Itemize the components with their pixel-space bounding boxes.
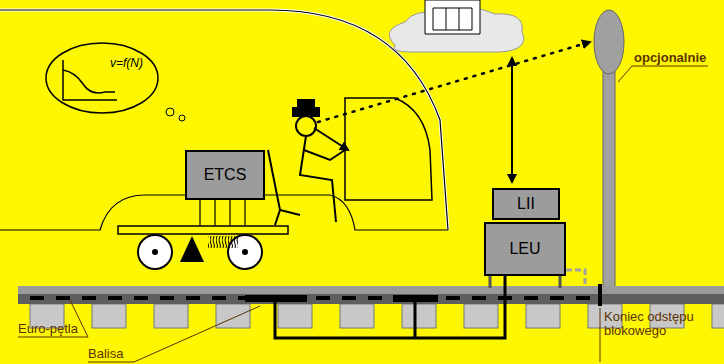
sleeper [526, 304, 560, 328]
part-label: Euro-pętla [18, 321, 78, 336]
sleeper [712, 304, 724, 328]
leader-line [18, 300, 88, 337]
thought-bubble: v=f(N) [45, 42, 159, 114]
sleeper [216, 304, 250, 328]
etcs-wire [200, 200, 245, 226]
node-text: LII [517, 195, 535, 213]
cab-window [345, 98, 432, 200]
euro-loop-segment [212, 296, 226, 300]
thought-dot [179, 115, 185, 121]
euro-loop-segment [368, 296, 382, 300]
sleeper [92, 304, 126, 328]
sleeper [340, 304, 374, 328]
control-centre [425, 0, 480, 34]
leader-line [618, 66, 708, 82]
train-outline [0, 10, 448, 230]
sight-line [318, 42, 590, 122]
bogie-frame [118, 226, 288, 234]
euro-loop-segment [342, 296, 356, 300]
signal-mast [603, 60, 615, 292]
thought-dot [166, 108, 174, 116]
axle [152, 249, 158, 255]
balise [245, 295, 307, 302]
euro-loop-segment [160, 296, 174, 300]
euro-loop-segment [576, 296, 590, 300]
rail-head [18, 286, 724, 294]
node-text: LEU [509, 240, 540, 258]
axle [242, 249, 248, 255]
leu-box: LEU [484, 222, 566, 276]
euro-loop-segment [82, 296, 96, 300]
note-label: opcjonalnie [634, 50, 706, 65]
sleeper [464, 304, 498, 328]
wheel [138, 235, 172, 269]
euro-loop-segment [134, 296, 148, 300]
odometer-coil [208, 236, 238, 248]
part-label: Balisa [88, 346, 123, 361]
balise [393, 295, 438, 302]
euro-loop-segment [316, 296, 330, 300]
antenna-symbol [180, 236, 204, 262]
balise-cable [414, 302, 417, 338]
euro-loop-segment [30, 296, 44, 300]
euro-loop-segment [446, 296, 460, 300]
node-text: ETCS [204, 166, 247, 184]
control-centre-window [433, 8, 472, 30]
leader-line [600, 308, 601, 362]
node-text: v=f(N) [110, 42, 159, 70]
sleeper [154, 304, 188, 328]
euro-loop-segment [524, 296, 538, 300]
driver-gaze [314, 128, 348, 150]
bubble-outline [45, 42, 159, 114]
radio-link [511, 58, 513, 182]
train-outline [0, 10, 448, 230]
signal-disc [594, 10, 624, 74]
part-label: Koniec odstępu blokowego [604, 310, 722, 338]
driver-figure [268, 100, 345, 225]
insulated-joint [598, 284, 602, 306]
euro-loop-segment [472, 296, 486, 300]
leu-leg [490, 276, 560, 288]
lii-box: LII [492, 188, 560, 220]
balise-cable [275, 276, 505, 338]
sleeper [402, 304, 436, 328]
rail-foot [18, 294, 724, 304]
euro-loop-segment [186, 296, 200, 300]
etcs-box: ETCS [185, 150, 265, 200]
sleeper [278, 304, 312, 328]
euro-loop-segment [108, 296, 122, 300]
leader-line [88, 306, 260, 362]
euro-loop-segment [56, 296, 70, 300]
euro-loop-segment [550, 296, 564, 300]
